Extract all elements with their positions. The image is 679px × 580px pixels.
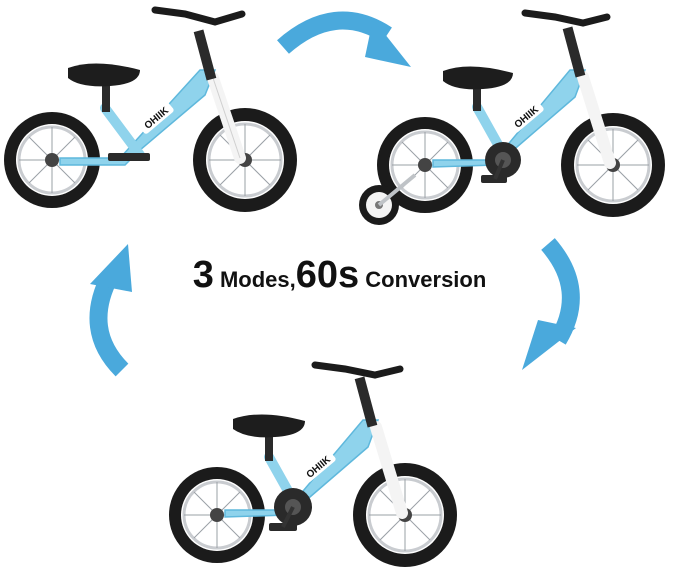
headline-word-modes: Modes, xyxy=(213,267,296,292)
training-wheel-bike-image: OHIIK xyxy=(355,5,675,235)
headline-number-modes: 3 xyxy=(192,254,214,296)
front-wheel xyxy=(193,108,297,212)
headline-word-conversion: Conversion xyxy=(359,267,487,292)
pedal-crank xyxy=(481,142,521,183)
training-wheel-bike-icon: OHIIK xyxy=(359,9,665,225)
pedal-crank xyxy=(269,488,312,531)
pedal-bike-image: OHIIK xyxy=(165,355,465,580)
pedal-bike-icon: OHIIK xyxy=(169,361,457,567)
balance-bike-icon: OHIIK xyxy=(4,6,297,212)
headline-number-seconds: 60s xyxy=(295,254,360,296)
curved-arrow-right-icon xyxy=(275,5,415,75)
front-wheel xyxy=(561,113,665,217)
training-wheel xyxy=(359,173,417,225)
headline: 3 Modes,60s Conversion xyxy=(0,256,679,294)
rear-wheel xyxy=(169,467,265,563)
curved-arrow-down-icon xyxy=(518,238,588,375)
balance-bike-image: OHIIK xyxy=(0,0,300,230)
rear-wheel xyxy=(4,112,100,208)
curved-arrow-up-icon xyxy=(82,240,152,377)
